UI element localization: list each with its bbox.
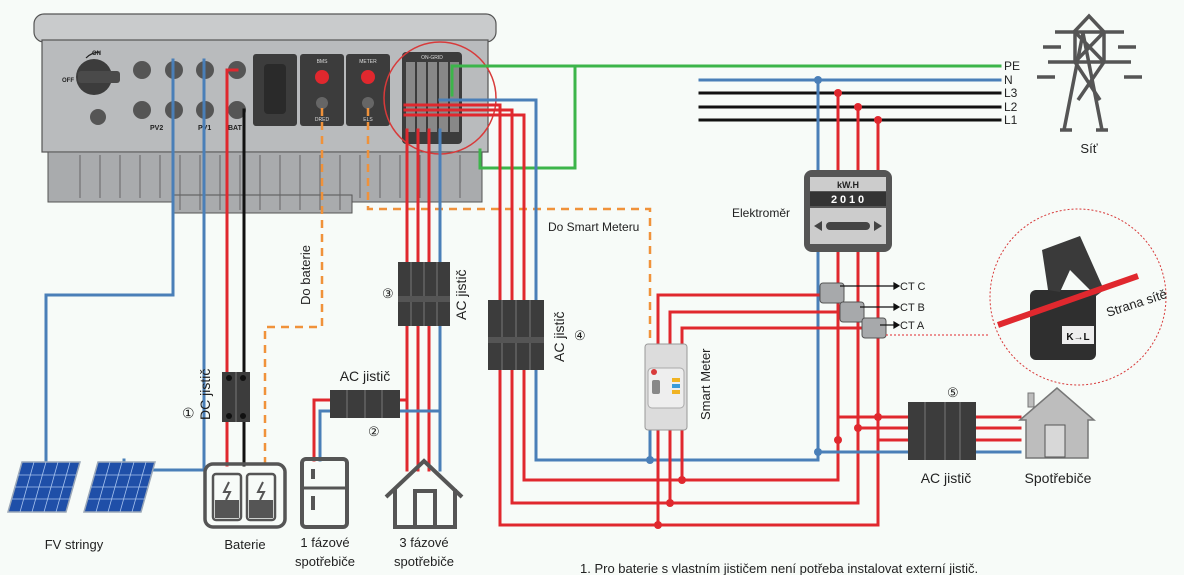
ac-breaker-3[interactable] — [398, 262, 450, 326]
battery-icon — [203, 462, 287, 529]
l1-label: L1 — [1004, 113, 1018, 127]
pv2-cable — [44, 58, 175, 462]
ac-breaker-2-label: AC jistič — [340, 368, 391, 384]
do-smart-meteru-label: Do Smart Meteru — [548, 220, 639, 234]
ct-c-label: CT C — [900, 281, 926, 293]
on-grid-label: ON-GRID — [421, 55, 443, 61]
junction-dots — [646, 76, 882, 529]
ct-direction-label: K→L — [1066, 332, 1089, 343]
elektromer-label: Elektroměr — [732, 206, 790, 220]
fridge-icon — [300, 457, 349, 529]
switch-on-label: ON — [92, 51, 101, 57]
num-1: ① — [182, 405, 195, 421]
dc-switch[interactable] — [76, 51, 120, 95]
num-3: ③ — [382, 286, 394, 301]
ac-breaker-5-label: AC jistič — [921, 470, 972, 486]
phase1-label-line1: 1 fázové — [300, 535, 349, 550]
l3-label: L3 — [1004, 86, 1018, 100]
meter-digits: 2 0 1 0 — [831, 194, 864, 206]
ct-a-label: CT A — [900, 320, 925, 332]
smart-meter-label: Smart Meter — [698, 348, 713, 420]
bms-panel — [300, 54, 344, 126]
ct-clamps — [819, 282, 887, 339]
battery-plus-cable — [225, 68, 239, 374]
house-icon — [384, 458, 464, 529]
num-4: ④ — [574, 328, 586, 343]
ct-detail-circle — [989, 208, 1167, 386]
ac-breaker-4[interactable] — [488, 300, 544, 370]
bms-label: BMS — [317, 59, 329, 65]
smart-meter-device[interactable] — [644, 343, 688, 431]
phase3-label-line1: 3 fázové — [399, 535, 448, 550]
l2-label: L2 — [1004, 100, 1018, 114]
inverter: ON OFF PV2 PV1 BAT BMS DRED METER ELS ON… — [33, 13, 497, 214]
do-baterie-label: Do baterie — [298, 245, 313, 305]
dc-breaker[interactable] — [222, 372, 250, 422]
pv2-label: PV2 — [150, 125, 163, 132]
baterie-label: Baterie — [224, 537, 265, 552]
electricity-meter — [804, 170, 892, 252]
power-pylon-icon — [1037, 13, 1142, 132]
ac-breaker-2[interactable] — [330, 390, 400, 418]
dc-breaker-label: DC jistič — [197, 369, 213, 420]
meter-digit: 2 — [831, 194, 837, 206]
solar-panel-icon — [7, 461, 156, 513]
footnote: 1. Pro baterie s vlastním jističem není … — [580, 561, 978, 575]
meter-unit: kW.H — [837, 180, 859, 190]
fv-stringy-label: FV stringy — [45, 537, 104, 552]
num-2: ② — [368, 424, 380, 439]
meter-port-label: METER — [359, 59, 377, 65]
phase3-label-line2: spotřebiče — [394, 554, 454, 569]
ac-breaker-4-label: AC jistič — [551, 311, 567, 362]
switch-off-label: OFF — [62, 78, 74, 84]
heatsink-fins — [79, 155, 461, 210]
pe-line — [450, 64, 1002, 97]
bat-label: BAT — [228, 125, 243, 132]
meter-panel — [346, 54, 390, 126]
ac-breaker-3-label: AC jistič — [453, 269, 469, 320]
ac-breaker-5[interactable] — [908, 402, 976, 460]
els-label: ELS — [363, 117, 373, 123]
meter-digit: 1 — [849, 194, 855, 206]
num-5: ⑤ — [947, 385, 959, 400]
ct-b-label: CT B — [900, 302, 925, 314]
grid-label: Síť — [1080, 141, 1097, 156]
n-label: N — [1004, 73, 1013, 87]
grid-bus — [450, 64, 1002, 170]
gland — [90, 109, 106, 125]
phase1-label-line2: spotřebiče — [295, 554, 355, 569]
spotrebice-label: Spotřebiče — [1025, 470, 1092, 486]
meter-digit: 0 — [840, 194, 846, 206]
meter-digit: 0 — [858, 194, 864, 206]
dred-label: DRED — [315, 117, 330, 123]
meter-signal-line — [366, 108, 652, 345]
pe-label: PE — [1004, 59, 1020, 73]
home-appliances-icon — [1017, 387, 1097, 459]
